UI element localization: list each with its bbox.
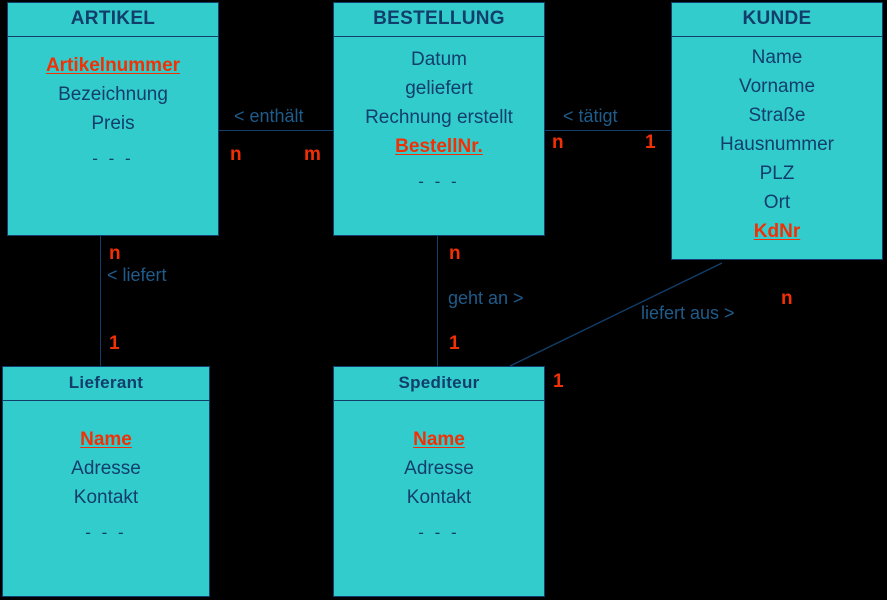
attribute: Adresse (404, 458, 474, 479)
entity-attributes-artikel: Artikelnummer Bezeichnung Preis - - - (8, 37, 218, 235)
cardinality-taetigt-to: 1 (645, 132, 656, 153)
entity-title-bestellung: BESTELLUNG (334, 3, 544, 37)
relationship-label-geht-an: geht an > (448, 288, 524, 308)
attribute-primary-key: Artikelnummer (45, 55, 181, 76)
attribute-primary-key: BestellNr. (395, 136, 483, 157)
connector-artikel-lieferant (100, 236, 101, 366)
attribute-primary-key: Name (413, 429, 465, 450)
entity-attributes-kunde: Name Vorname Straße Hausnummer PLZ Ort K… (672, 37, 882, 259)
cardinality-enthaelt-from: n (230, 144, 242, 165)
entity-title-lieferant: Lieferant (3, 367, 209, 401)
relationship-label-liefert: < liefert (107, 265, 167, 285)
attribute: Ort (763, 192, 791, 213)
attribute-ellipsis: - - - (85, 523, 127, 542)
entity-title-spediteur: Spediteur (334, 367, 544, 401)
cardinality-geht-an-to: 1 (449, 333, 460, 354)
cardinality-liefert-to: 1 (109, 333, 120, 354)
cardinality-taetigt-from: n (552, 132, 564, 153)
attribute: geliefert (405, 78, 473, 99)
entity-lieferant[interactable]: Lieferant Name Adresse Kontakt - - - (2, 366, 210, 597)
attribute: Hausnummer (719, 134, 835, 155)
entity-title-artikel: ARTIKEL (8, 3, 218, 37)
relationship-label-liefert-aus: liefert aus > (641, 303, 735, 323)
attribute-ellipsis: - - - (92, 149, 134, 168)
connector-bestellung-kunde (544, 130, 672, 131)
attribute: Adresse (71, 458, 141, 479)
cardinality-liefert-aus-to: n (781, 288, 793, 309)
attribute: Kontakt (406, 487, 472, 508)
entity-attributes-lieferant: Name Adresse Kontakt - - - (3, 401, 209, 596)
attribute: PLZ (759, 163, 795, 184)
entity-spediteur[interactable]: Spediteur Name Adresse Kontakt - - - (333, 366, 545, 597)
attribute-primary-key: KdNr (753, 221, 801, 242)
attribute: Bezeichnung (58, 84, 168, 105)
relationship-label-enthaelt: < enthält (234, 106, 304, 126)
entity-attributes-spediteur: Name Adresse Kontakt - - - (334, 401, 544, 596)
relationship-label-taetigt: < tätigt (563, 106, 618, 126)
attribute: Preis (91, 113, 135, 134)
attribute: Rechnung erstellt (365, 107, 513, 128)
cardinality-liefert-from: n (109, 243, 121, 264)
entity-title-kunde: KUNDE (672, 3, 882, 37)
cardinality-enthaelt-to: m (304, 144, 321, 165)
connector-bestellung-spediteur (437, 236, 438, 366)
attribute-ellipsis: - - - (418, 523, 460, 542)
entity-attributes-bestellung: Datum geliefert Rechnung erstellt Bestel… (334, 37, 544, 235)
entity-kunde[interactable]: KUNDE Name Vorname Straße Hausnummer PLZ… (671, 2, 883, 260)
connector-artikel-bestellung (218, 130, 334, 131)
attribute: Name (751, 47, 803, 68)
attribute: Datum (411, 49, 467, 70)
attribute: Vorname (738, 76, 816, 97)
cardinality-geht-an-from: n (449, 243, 461, 264)
attribute-ellipsis: - - - (418, 172, 460, 191)
entity-artikel[interactable]: ARTIKEL Artikelnummer Bezeichnung Preis … (7, 2, 219, 236)
cardinality-liefert-aus-from: 1 (553, 371, 564, 392)
attribute-primary-key: Name (80, 429, 132, 450)
attribute: Straße (748, 105, 806, 126)
entity-bestellung[interactable]: BESTELLUNG Datum geliefert Rechnung erst… (333, 2, 545, 236)
attribute: Kontakt (73, 487, 139, 508)
